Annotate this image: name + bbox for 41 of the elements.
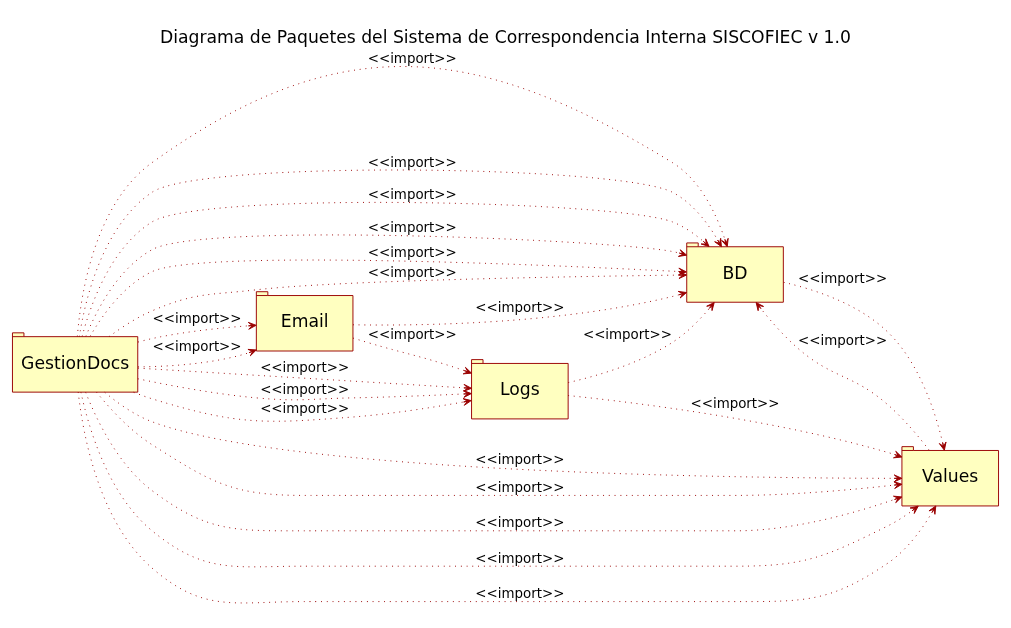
- arrow: [85, 391, 903, 531]
- arrow: [352, 290, 688, 325]
- edge-label: <<import>>: [475, 299, 565, 315]
- edge-label: <<import>>: [152, 338, 242, 354]
- edge-label: <<import>>: [367, 219, 457, 235]
- arrow: [76, 65, 729, 337]
- arrow: [783, 281, 947, 451]
- arrow: [133, 391, 472, 422]
- arrow: [567, 301, 715, 383]
- edge-label: <<import>>: [260, 381, 350, 397]
- arrow: [80, 391, 919, 567]
- edge-label: <<import>>: [475, 514, 565, 530]
- edge-label: <<import>>: [798, 332, 888, 347]
- edge-label: <<import>>: [475, 585, 565, 601]
- arrow: [108, 270, 688, 337]
- arrow: [567, 394, 903, 458]
- edge-label: <<import>>: [690, 395, 780, 411]
- arrow: [137, 348, 257, 367]
- arrow: [137, 367, 472, 392]
- edge-label: <<import>>: [367, 154, 457, 170]
- arrow: [77, 391, 937, 603]
- arrow: [78, 169, 722, 337]
- edge-label: <<import>>: [475, 451, 565, 467]
- arrow: [755, 301, 930, 451]
- arrow: [137, 321, 257, 343]
- arrow: [137, 377, 472, 400]
- edge-label: <<import>>: [367, 186, 457, 202]
- arrow: [352, 337, 472, 374]
- edge-label: <<import>>: [260, 400, 350, 416]
- edge-label: <<import>>: [367, 326, 457, 342]
- edge-label: <<import>>: [475, 479, 565, 495]
- edge-label: <<import>>: [367, 50, 457, 66]
- edge-label: <<import>>: [367, 264, 457, 280]
- edge-label: <<import>>: [475, 550, 565, 566]
- edge-label: <<import>>: [260, 359, 350, 375]
- edge-label: <<import>>: [582, 326, 672, 342]
- arrow: [81, 201, 710, 337]
- edge-label: <<import>>: [152, 310, 242, 326]
- edge-label: <<import>>: [367, 244, 457, 260]
- edge-label: <<import>>: [798, 270, 888, 286]
- diagram-title: Diagrama de Paquetes del Sistema de Correspondencia Interna SISCOFIEC v 1.0: [160, 26, 851, 47]
